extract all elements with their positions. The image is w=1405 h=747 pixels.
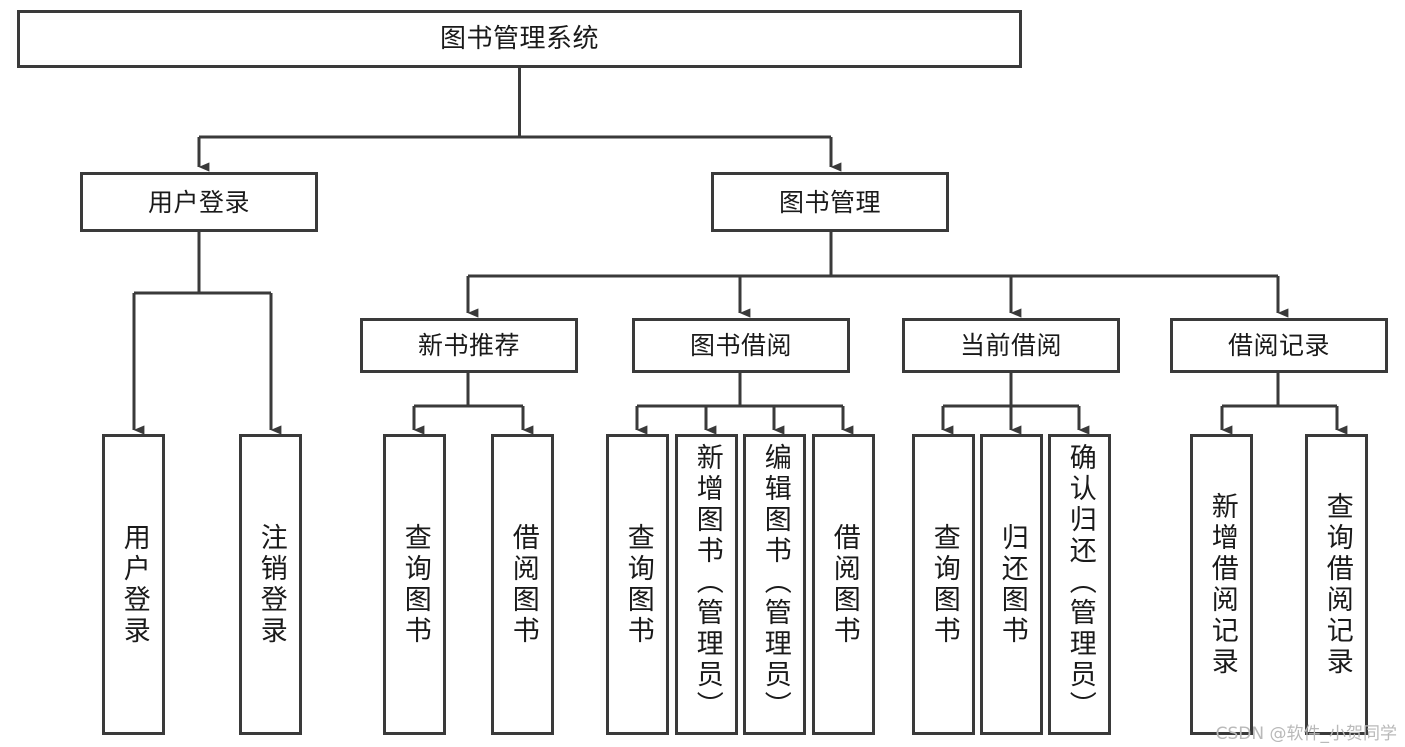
node-label: 新书推荐	[417, 331, 520, 360]
leaf-label: 确认归还（管理员）	[1064, 443, 1096, 722]
node-label: 用户登录	[147, 187, 250, 217]
leaf-new-book-query-book[interactable]: 查询图书	[383, 434, 446, 735]
leaf-current-borrow-query-book[interactable]: 查询图书	[912, 434, 975, 735]
node-new-book-recommend[interactable]: 新书推荐	[360, 318, 578, 373]
node-user-login[interactable]: 用户登录	[80, 172, 318, 232]
node-label: 图书管理系统	[439, 24, 599, 54]
leaf-label: 新增图书（管理员）	[691, 443, 723, 722]
node-label: 图书借阅	[689, 331, 792, 360]
node-label: 当前借阅	[959, 331, 1062, 360]
leaf-book-borrow-borrow-book[interactable]: 借阅图书	[812, 434, 875, 735]
node-book-borrow[interactable]: 图书借阅	[632, 318, 850, 373]
leaf-borrow-record-add-record[interactable]: 新增借阅记录	[1190, 434, 1253, 735]
leaf-book-borrow-query-book[interactable]: 查询图书	[606, 434, 669, 735]
leaf-label: 查询图书	[399, 522, 431, 647]
leaf-user-login-logout[interactable]: 注销登录	[239, 434, 302, 735]
node-label: 借阅记录	[1227, 331, 1330, 360]
leaf-new-book-borrow-book[interactable]: 借阅图书	[491, 434, 554, 735]
leaf-current-borrow-confirm-return-admin[interactable]: 确认归还（管理员）	[1048, 434, 1111, 735]
leaf-label: 编辑图书（管理员）	[759, 443, 791, 722]
node-borrow-record[interactable]: 借阅记录	[1170, 318, 1388, 373]
leaf-label: 注销登录	[255, 522, 287, 647]
leaf-label: 新增借阅记录	[1206, 491, 1238, 678]
leaf-label: 借阅图书	[507, 522, 539, 647]
leaf-label: 查询借阅记录	[1321, 491, 1353, 678]
node-root-book-management-system[interactable]: 图书管理系统	[17, 10, 1022, 68]
leaf-book-borrow-edit-book-admin[interactable]: 编辑图书（管理员）	[743, 434, 806, 735]
leaf-label: 借阅图书	[828, 522, 860, 647]
node-book-management[interactable]: 图书管理	[711, 172, 949, 232]
csdn-watermark: CSDN @软件_小贺同学	[1215, 724, 1397, 744]
leaf-label: 查询图书	[622, 522, 654, 647]
leaf-label: 归还图书	[996, 522, 1028, 647]
leaf-user-login-login[interactable]: 用户登录	[102, 434, 165, 735]
leaf-book-borrow-add-book-admin[interactable]: 新增图书（管理员）	[675, 434, 738, 735]
leaf-current-borrow-return-book[interactable]: 归还图书	[980, 434, 1043, 735]
node-label: 图书管理	[778, 187, 881, 217]
leaf-label: 查询图书	[928, 522, 960, 647]
node-current-borrow[interactable]: 当前借阅	[902, 318, 1120, 373]
leaf-borrow-record-query-record[interactable]: 查询借阅记录	[1305, 434, 1368, 735]
leaf-label: 用户登录	[118, 522, 150, 647]
